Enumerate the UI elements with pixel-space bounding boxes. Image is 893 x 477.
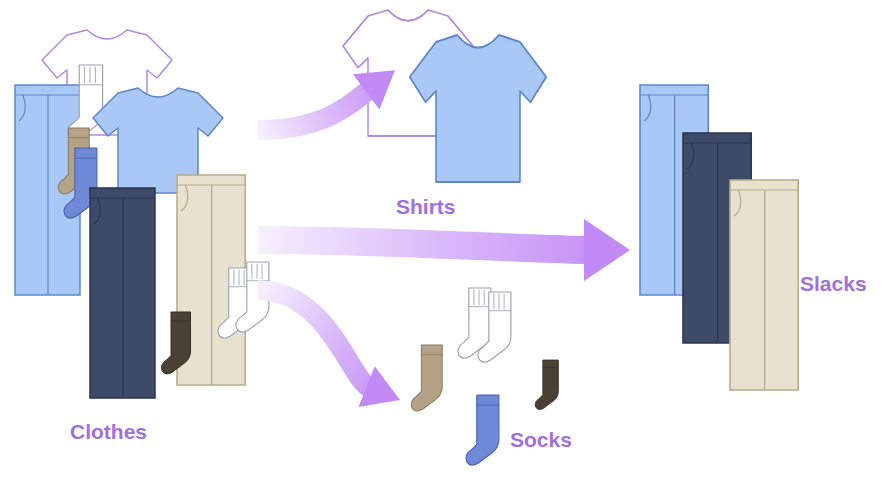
slacks-group: Slacks <box>630 80 888 395</box>
shirts-group: Shirts <box>395 5 555 230</box>
arrow-shaft <box>258 240 589 250</box>
clothes-group: Clothes <box>8 25 258 450</box>
sort-arrow <box>258 219 630 281</box>
slacks-pile <box>640 85 798 390</box>
arrow-shaft <box>258 90 369 130</box>
group-label: Slacks <box>800 272 867 296</box>
shirts-pile <box>343 10 546 182</box>
arrow-head <box>584 219 630 281</box>
group-label: Clothes <box>70 420 147 444</box>
arrow-head <box>353 70 395 109</box>
clothes-pile <box>15 30 269 398</box>
sort-arrow <box>258 290 400 407</box>
arrow-shaft <box>258 290 370 388</box>
group-label: Shirts <box>396 195 456 219</box>
sort-arrow <box>258 70 395 130</box>
arrow-head <box>358 366 400 407</box>
group-label: Socks <box>510 428 572 452</box>
socks-group: Socks <box>400 300 575 475</box>
